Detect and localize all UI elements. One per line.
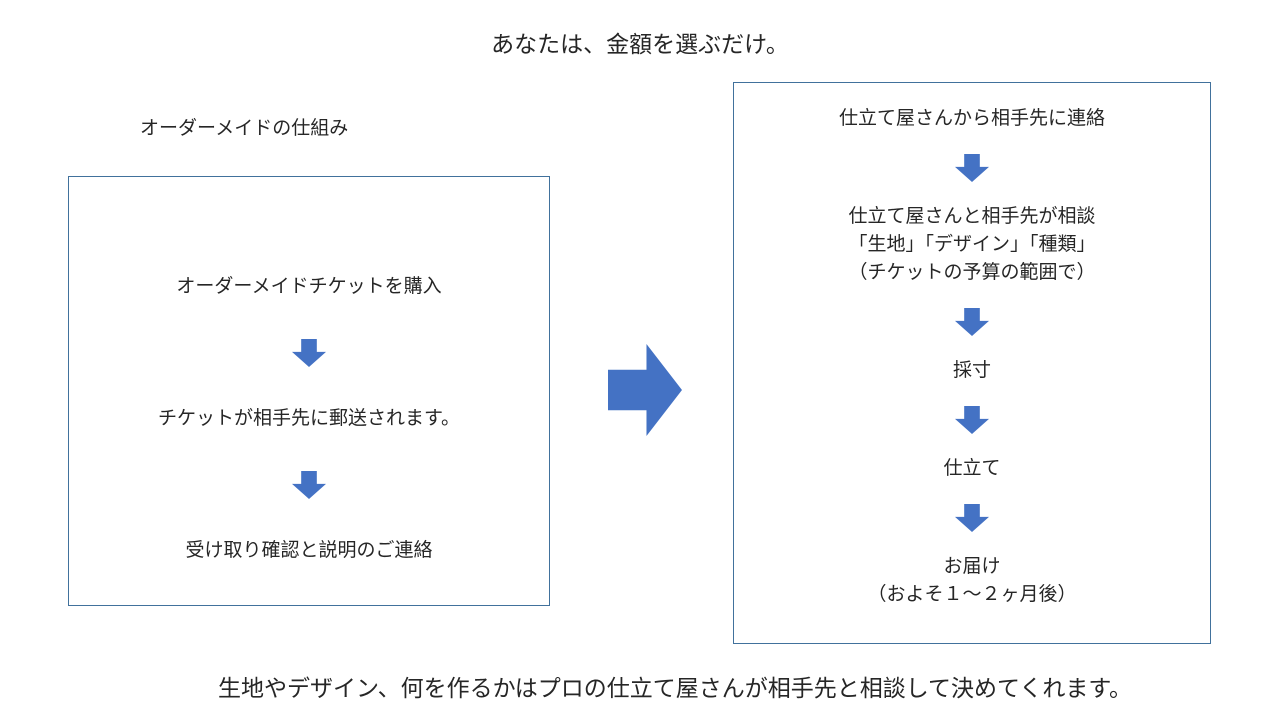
- step-line: 仕立て屋さんから相手先に連絡: [838, 108, 1105, 129]
- right-arrow-icon: [608, 344, 682, 436]
- slide-title: あなたは、金額を選ぶだけ。: [491, 31, 789, 57]
- down-arrow-icon: [292, 471, 326, 499]
- right-step-consultation: 仕立て屋さんと相手先が相談 「生地」「デザイン」「種類」 （チケットの予算の範囲…: [848, 203, 1095, 287]
- right-step-tailoring: 仕立て: [943, 455, 1000, 483]
- left-step-purchase-ticket: オーダーメイドチケットを購入: [176, 276, 442, 297]
- right-process-box: 仕立て屋さんから相手先に連絡 仕立て屋さんと相手先が相談 「生地」「デザイン」「…: [733, 82, 1211, 644]
- step-line: 仕立て: [943, 458, 1001, 479]
- down-arrow-icon: [955, 406, 989, 434]
- down-arrow-icon: [955, 308, 989, 336]
- right-step-tailor-contact: 仕立て屋さんから相手先に連絡: [839, 105, 1105, 133]
- step-line: （およそ１～２ヶ月後）: [867, 584, 1077, 605]
- step-line: 仕立て屋さんと相手先が相談: [848, 206, 1096, 227]
- down-arrow-icon: [955, 504, 989, 532]
- left-step-ticket-mailed: チケットが相手先に郵送されます。: [157, 408, 461, 429]
- step-line: 「生地」「デザイン」「種類」: [848, 234, 1096, 255]
- left-section-heading: オーダーメイドの仕組み: [140, 118, 349, 139]
- footer-note: 生地やデザイン、何を作るかはプロの仕立て屋さんが相手先と相談して決めてくれます。: [218, 675, 1133, 701]
- right-step-measurement: 採寸: [953, 357, 991, 385]
- down-arrow-icon: [955, 154, 989, 182]
- left-step-receipt-confirmation: 受け取り確認と説明のご連絡: [185, 540, 433, 561]
- left-process-box: オーダーメイドチケットを購入 チケットが相手先に郵送されます。 受け取り確認と説…: [68, 176, 550, 606]
- down-arrow-icon: [292, 339, 326, 367]
- step-line: （チケットの予算の範囲で）: [848, 262, 1096, 283]
- step-line: 採寸: [952, 360, 991, 381]
- step-line: お届け: [943, 556, 1001, 577]
- right-step-delivery: お届け （およそ１～２ヶ月後）: [867, 553, 1076, 609]
